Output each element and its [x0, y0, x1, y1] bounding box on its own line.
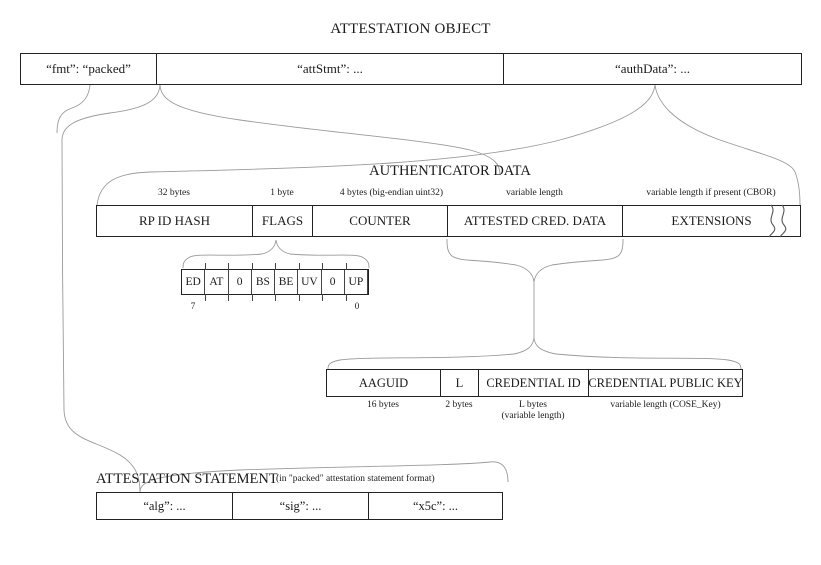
authdata-cell-counter[interactable]: COUNTER — [313, 206, 448, 236]
authdata-cell-rp-id-hash[interactable]: RP ID HASH — [97, 206, 253, 236]
page-title: ATTESTATION OBJECT — [330, 21, 491, 37]
flags-tick-top-2 — [228, 263, 229, 270]
attstmt-cell-sig[interactable]: “sig”: ... — [233, 493, 369, 519]
flags-tick-bottom-1 — [204, 294, 206, 301]
flag-bit-ed[interactable]: ED — [182, 270, 206, 294]
flags-tick-bottom-3 — [251, 294, 253, 301]
note-aaguid: 16 bytes — [367, 400, 399, 410]
attestation-object-row: “fmt”: “packed” “attStmt”: ... “authData… — [20, 53, 802, 85]
acd-cell-aaguid[interactable]: AAGUID — [327, 370, 441, 396]
truncation-break-icon — [768, 204, 787, 238]
flag-bit-at[interactable]: AT — [205, 270, 229, 294]
attobj-cell-fmt[interactable]: “fmt”: “packed” — [21, 54, 157, 84]
acd-cell-length[interactable]: L — [441, 370, 479, 396]
authdata-cell-extensions[interactable]: EXTENSIONS — [671, 213, 752, 228]
note-rp-id-hash: 32 bytes — [158, 188, 190, 198]
flag-bit-reserved-1[interactable]: 0 — [322, 270, 345, 294]
attestation-statement-format-note: (in "packed" attestation statement forma… — [276, 474, 435, 484]
note-credential-id-2: (variable length) — [501, 411, 565, 421]
note-credential-public-key: variable length (COSE_Key) — [610, 400, 721, 410]
note-length: 2 bytes — [445, 400, 473, 410]
flag-bit-be[interactable]: BE — [275, 270, 299, 294]
note-counter: 4 bytes (big-endian uint32) — [339, 188, 444, 198]
flags-tick-bottom-6 — [322, 294, 323, 301]
flag-bit-bs[interactable]: BS — [252, 270, 275, 294]
note-attested-cred-data: variable length — [506, 188, 563, 198]
flags-bit-index-low: 0 — [354, 301, 360, 311]
note-extensions: variable length if present (CBOR) — [646, 188, 776, 198]
authdata-cell-attested-cred-data[interactable]: ATTESTED CRED. DATA — [448, 206, 623, 236]
flags-tick-bottom-7 — [345, 294, 347, 301]
flags-tick-bottom-2 — [228, 294, 229, 301]
note-flags: 1 byte — [270, 188, 294, 198]
flag-bit-up[interactable]: UP — [345, 270, 368, 294]
flags-tick-top-4 — [275, 263, 276, 270]
flags-tick-top-7 — [345, 263, 347, 270]
flags-tick-top-3 — [251, 263, 253, 270]
flags-tick-top-5 — [298, 263, 300, 270]
attested-credential-data-row: AAGUID L CREDENTIAL ID CREDENTIAL PUBLIC… — [326, 369, 743, 397]
attstmt-cell-x5c[interactable]: “x5c”: ... — [412, 498, 459, 513]
authenticator-data-row: RP ID HASH FLAGS COUNTER ATTESTED CRED. … — [96, 205, 801, 237]
authenticator-data-title: AUTHENTICATOR DATA — [369, 163, 531, 179]
acd-cell-credential-public-key[interactable]: CREDENTIAL PUBLIC KEY — [589, 375, 742, 390]
attstmt-cell-alg[interactable]: “alg”: ... — [97, 493, 233, 519]
authdata-cell-flags[interactable]: FLAGS — [253, 206, 313, 236]
attestation-statement-row: “alg”: ... “sig”: ... “x5c”: ... — [96, 492, 503, 520]
flag-bit-uv[interactable]: UV — [298, 270, 322, 294]
acd-cell-credential-id[interactable]: CREDENTIAL ID — [479, 370, 589, 396]
flags-tick-top-6 — [322, 263, 323, 270]
attobj-cell-attstmt[interactable]: “attStmt”: ... — [157, 54, 504, 84]
attestation-statement-title: ATTESTATION STATEMENT — [96, 471, 278, 487]
flags-tick-bottom-5 — [298, 294, 300, 301]
attobj-cell-authdata[interactable]: “authData”: ... — [614, 61, 691, 76]
note-credential-id: L bytes — [519, 400, 547, 410]
flags-tick-top-1 — [204, 263, 206, 270]
flags-bits-row: ED AT 0 BS BE UV 0 UP — [181, 269, 369, 295]
flags-bit-index-high: 7 — [190, 301, 196, 311]
flags-tick-bottom-4 — [275, 294, 276, 301]
flag-bit-reserved-5[interactable]: 0 — [229, 270, 252, 294]
